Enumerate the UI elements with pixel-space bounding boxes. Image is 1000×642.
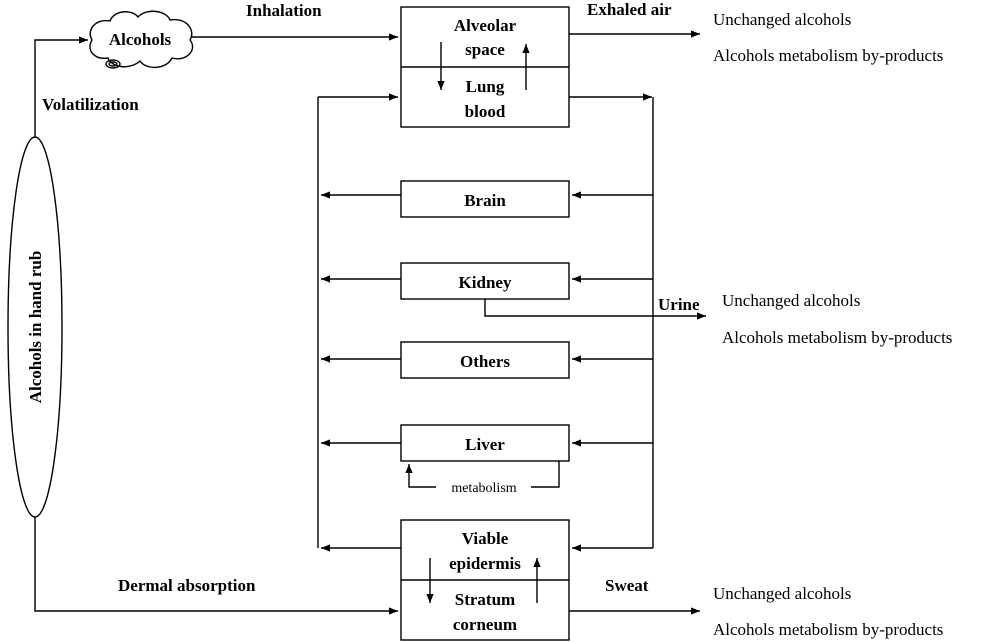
viable-epidermis-label-2: epidermis xyxy=(449,554,521,573)
urine-byproducts-label: Alcohols metabolism by-products xyxy=(722,328,952,347)
alcohols-cloud: Alcohols xyxy=(89,10,194,69)
brain-label: Brain xyxy=(464,191,506,210)
dermal-absorption-arrow xyxy=(34,517,398,615)
metabolism-loop-left xyxy=(405,464,436,488)
urine-unchanged-label: Unchanged alcohols xyxy=(722,291,860,310)
inhalation-label: Inhalation xyxy=(246,1,322,20)
urine-label: Urine xyxy=(658,295,700,314)
liver-box xyxy=(400,424,570,462)
others-box xyxy=(400,341,570,379)
alveolar-space-label-2: space xyxy=(465,40,505,59)
exhaled-air-label: Exhaled air xyxy=(587,0,672,19)
kidney-box xyxy=(400,262,570,300)
stratum-corneum-label-1: Stratum xyxy=(455,590,515,609)
dermal-absorption-label: Dermal absorption xyxy=(118,576,256,595)
alveolar-space-label-1: Alveolar xyxy=(454,16,517,35)
volatilization-arrow xyxy=(34,36,88,137)
others-label: Others xyxy=(460,352,510,371)
urine-arrow xyxy=(484,299,706,320)
sweat-label: Sweat xyxy=(605,576,649,595)
kidney-label: Kidney xyxy=(459,273,512,292)
exhaled-unchanged-label: Unchanged alcohols xyxy=(713,10,851,29)
hand-rub-label: Alcohols in hand rub xyxy=(26,251,45,404)
stratum-corneum-label-2: corneum xyxy=(453,615,517,634)
liver-label: Liver xyxy=(465,435,505,454)
metabolism-label: metabolism xyxy=(451,481,516,496)
exhaled-byproducts-label: Alcohols metabolism by-products xyxy=(713,46,943,65)
lung-blood-label-2: blood xyxy=(465,102,506,121)
volatilization-label: Volatilization xyxy=(42,95,139,114)
sweat-unchanged-label: Unchanged alcohols xyxy=(713,584,851,603)
sweat-byproducts-label: Alcohols metabolism by-products xyxy=(713,620,943,639)
viable-epidermis-label-1: Viable xyxy=(462,529,509,548)
metabolism-loop-right xyxy=(531,461,560,488)
lung-blood-label-1: Lung xyxy=(466,77,505,96)
cloud-label: Alcohols xyxy=(109,30,172,49)
brain-box xyxy=(400,180,570,218)
